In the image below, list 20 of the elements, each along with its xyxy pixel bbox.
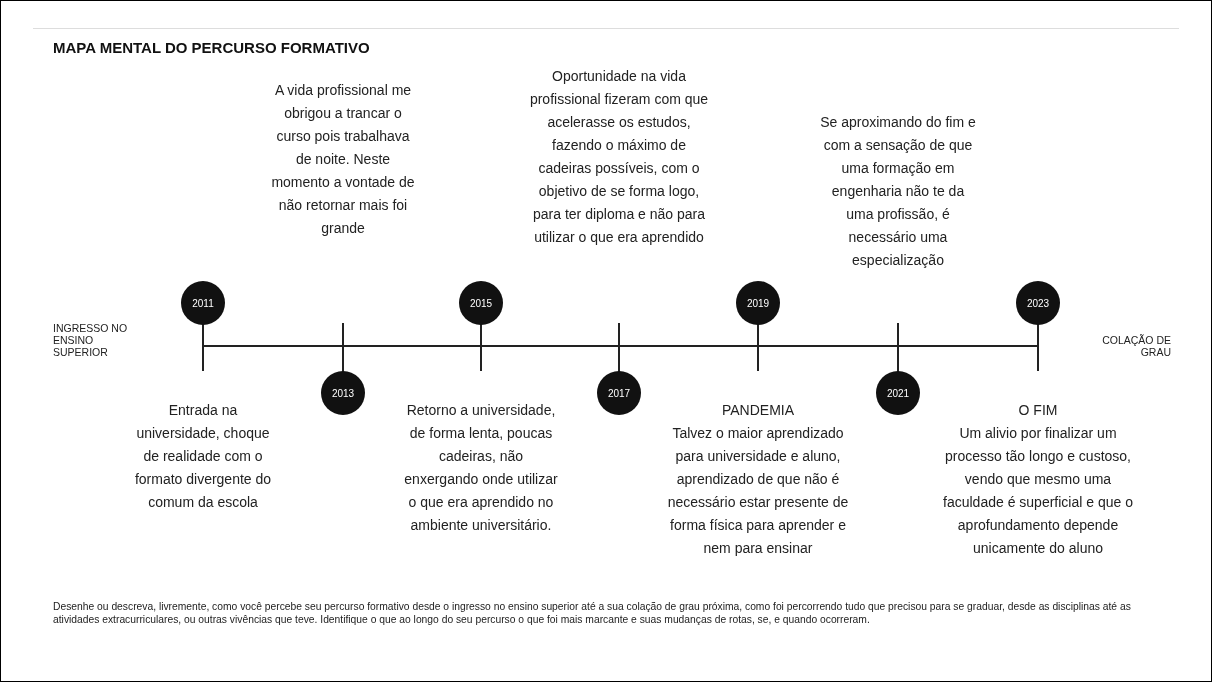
- caption: Desenhe ou descreva, livremente, como você percebe seu percurso formativo desde o ingresso no ensino superior até a sua colação de grau próxima, como foi percorrendo tudo que precisou para se graduar, desde as disciplinas até as atividades extracurriculares, ou outras vivências que teve. Identifique o que ao longo do seu percurso o que foi mais marcante e suas mudanças de rotas, se, e quando ocorreram.: [53, 600, 1132, 626]
- milestone-text: PANDEMIA: [720, 401, 796, 420]
- year-circle: 2019: [736, 281, 780, 325]
- year-circle: 2017: [597, 371, 641, 415]
- milestone-text: Oportunidade na vida profissional fizeram com que acelerasse os estudos, fazendo o máximo de cadeiras possíveis, com o objetivo de se forma logo, para ter diploma e não para utilizar o que era aprendido: [529, 67, 709, 247]
- timeline-end-label: COLAÇÃO DE GRAU: [1101, 334, 1171, 358]
- milestone-text: Talvez o maior aprendizado para universidade e aluno, aprendizado de que não é necessário estar presente de forma física para aprender e nem para ensinar: [666, 424, 850, 558]
- timeline-end-label: INGRESSO NO ENSINO SUPERIOR: [53, 322, 129, 358]
- milestone-text: O FIM: [1017, 401, 1059, 420]
- milestone-text: A vida profissional me obrigou a trancar o curso pois trabalhava de noite. Neste momento a vontade de não retornar mais foi grande: [270, 81, 416, 238]
- year-circle: 2023: [1016, 281, 1060, 325]
- milestone-text: Entrada na universidade, choque de realidade com o formato divergente do comum da escola: [133, 401, 273, 512]
- year-circle: 2015: [459, 281, 503, 325]
- milestone-text: Um alivio por finalizar um processo tão longo e custoso, vendo que mesmo uma faculdade é superficial e que o aprofundamento depende unicamente do aluno: [942, 424, 1134, 558]
- milestone-text: Retorno a universidade, de forma lenta, poucas cadeiras, não enxergando onde utilizar o que era aprendido no ambiente universitário.: [403, 401, 559, 535]
- title: MAPA MENTAL DO PERCURSO FORMATIVO: [53, 39, 370, 56]
- year-circle: 2011: [181, 281, 225, 325]
- year-circle: 2013: [321, 371, 365, 415]
- year-circle: 2021: [876, 371, 920, 415]
- milestone-text: Se aproximando do fim e com a sensação de que uma formação em engenharia não te da uma profissão, é necessário uma especialização: [819, 113, 977, 270]
